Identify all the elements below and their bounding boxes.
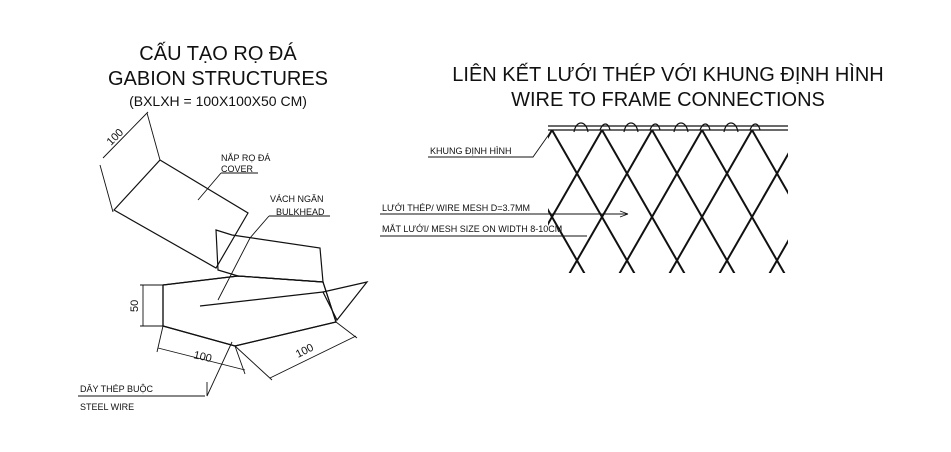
dim-height: 50 (129, 300, 141, 312)
gabion-subtitle: (BXLXH = 100X100X50 CM) (129, 93, 307, 109)
wire-mesh (548, 129, 788, 273)
gabion-title-vi: CẤU TẠO RỌ ĐÁ (139, 42, 297, 65)
gabion-title-en: GABION STRUCTURES (108, 68, 328, 90)
label-mesh-2: MẮT LƯỚI/ MESH SIZE ON WIDTH 8-10CM (382, 224, 562, 234)
label-cover-vi: NẮP RỌ ĐÁ (221, 153, 270, 163)
connection-title-vi: LIÊN KẾT LƯỚI THÉP VỚI KHUNG ĐỊNH HÌNH (452, 63, 883, 86)
connection-section: LIÊN KẾT LƯỚI THÉP VỚI KHUNG ĐỊNH HÌNH W… (380, 63, 884, 273)
dim-bottom: 100 (192, 349, 213, 365)
label-cover-en: COVER (221, 164, 254, 174)
bulkhead-panel (215, 229, 324, 283)
dim-right: 100 (294, 342, 316, 361)
frame-loops (573, 122, 761, 133)
gabion-section: CẤU TẠO RỌ ĐÁ GABION STRUCTURES (BXLXH =… (78, 42, 369, 412)
dim-top: 100 (105, 127, 126, 148)
label-wire-en: STEEL WIRE (80, 402, 134, 412)
label-bulkhead-vi: VÁCH NGĂN (270, 194, 324, 204)
label-frame: KHUNG ĐỊNH HÌNH (430, 146, 512, 156)
cover-panel (113, 159, 249, 269)
label-mesh-1: LƯỚI THÉP/ WIRE MESH D=3.7MM (382, 203, 530, 213)
connection-title-en: WIRE TO FRAME CONNECTIONS (511, 89, 825, 111)
label-bulkhead-en: BULKHEAD (276, 207, 325, 217)
gabion-box-front (162, 275, 337, 347)
label-wire-vi: DÂY THÉP BUỘC (80, 384, 154, 394)
gabion-right-flap (322, 281, 369, 322)
